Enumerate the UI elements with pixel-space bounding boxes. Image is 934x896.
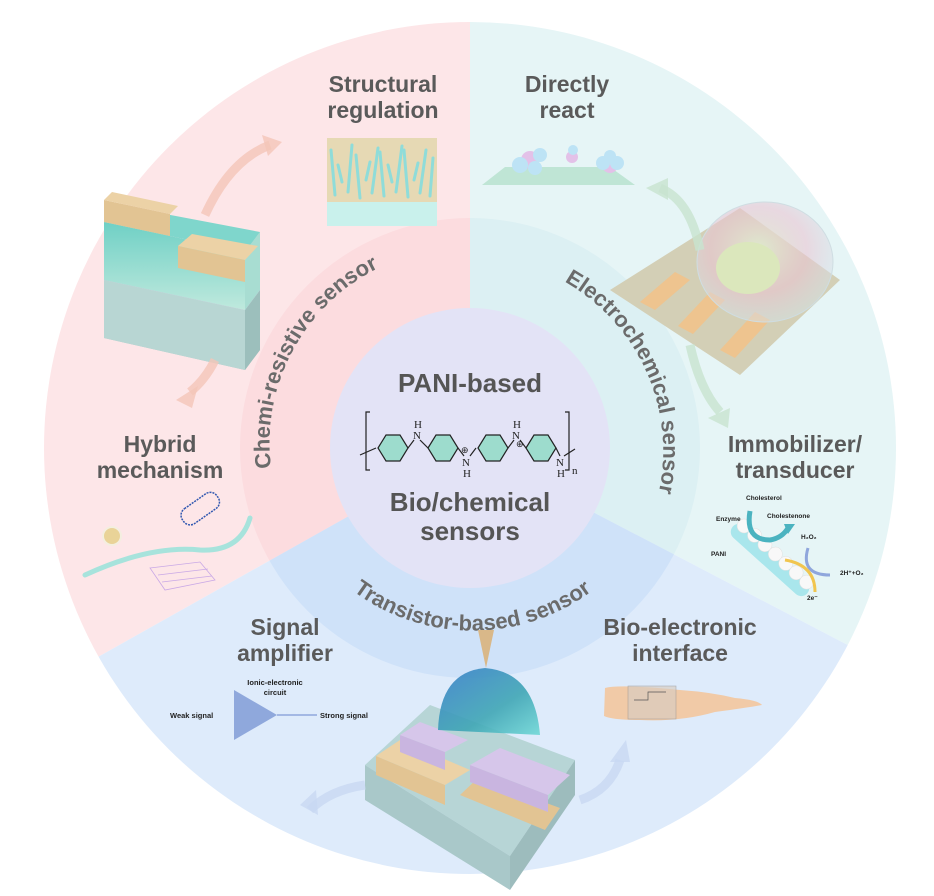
weak-signal-label: Weak signal [170,711,213,720]
circuit-label-1: Ionic-electronic [247,678,302,687]
h2o2-label: H₂O₂ [801,534,817,541]
feature-hybrid-mechanism: Hybrid mechanism [80,431,240,484]
feature-directly-react: Directly react [502,71,632,124]
enzyme-label: Enzyme [716,516,741,523]
hybrid-mechanism-line1: Hybrid [123,431,197,457]
pani-structure [359,411,576,471]
electrons-label: 2e⁻ [807,595,818,602]
amplifier-triangle [234,690,277,740]
svg-text:N: N [413,430,421,442]
enzyme-labels: Cholesterol Cholestenone Enzyme PANI H₂O… [711,495,864,602]
products-label: 2H⁺+O₂ [840,570,864,577]
svg-text:H: H [414,419,422,431]
circuit-label-2: circuit [264,688,287,697]
structural-regulation-line1: Structural [328,71,438,97]
cholestenone-label: Cholestenone [767,513,810,520]
svg-text:⊕: ⊕ [461,445,469,455]
svg-text:n: n [572,465,578,477]
svg-text:H: H [513,419,521,431]
cholesterol-label: Cholesterol [746,495,782,502]
signal-amplifier-line1: Signal [250,614,320,640]
svg-text:H: H [557,468,565,480]
bio-electronic-arm [604,685,762,721]
pani-label: PANI [711,551,726,558]
center-circle [330,308,610,588]
directly-react-line2: react [539,96,595,123]
immobilizer-line2: transducer [735,456,855,483]
feature-immobilizer-transducer: Immobilizer/ transducer [710,431,880,484]
graphene-sheet [149,561,216,591]
hybrid-mechanism-line2: mechanism [96,456,224,483]
feature-structural-regulation: Structural regulation [318,71,448,124]
svg-text:N: N [556,457,564,469]
directly-react-line1: Directly [524,71,610,97]
feature-signal-amplifier: Signal amplifier [210,614,360,667]
bracket-right [565,411,570,471]
hybrid-mechanism-image [82,491,253,591]
svg-text:N: N [462,457,470,469]
svg-text:H: H [463,468,471,480]
svg-text:⊕: ⊕ [516,439,524,449]
directly-react-image [482,145,635,185]
bio-electronic-line1: Bio-electronic [603,614,757,640]
amplifier-diagram [234,690,317,740]
electrochemical-electrode [610,178,840,428]
carbon-nanotube [180,491,221,526]
pani-atoms: N H N H ⊕ N H ⊕ N H n [413,419,578,480]
immobilizer-line1: Immobilizer/ [727,431,863,457]
feature-bio-electronic-interface: Bio-electronic interface [580,614,780,667]
chemiresistor-device [104,135,282,408]
ring-transistor [240,448,700,678]
center-title-line1: Bio/chemical [389,487,551,517]
bio-electronic-line2: interface [632,639,728,666]
center-title-bottom: Bio/chemical sensors [350,487,590,547]
strong-signal-label: Strong signal [320,711,368,720]
bracket-left [365,411,370,471]
structural-regulation-image [327,138,437,226]
transistor-device [300,630,630,890]
enzyme-pani-diagram [730,510,831,597]
center-title-top: PANI-based [398,368,542,398]
svg-text:N: N [512,430,520,442]
center-title-line2: sensors [420,516,520,547]
structural-regulation-line2: regulation [327,96,439,123]
signal-amplifier-line2: amplifier [237,639,333,666]
